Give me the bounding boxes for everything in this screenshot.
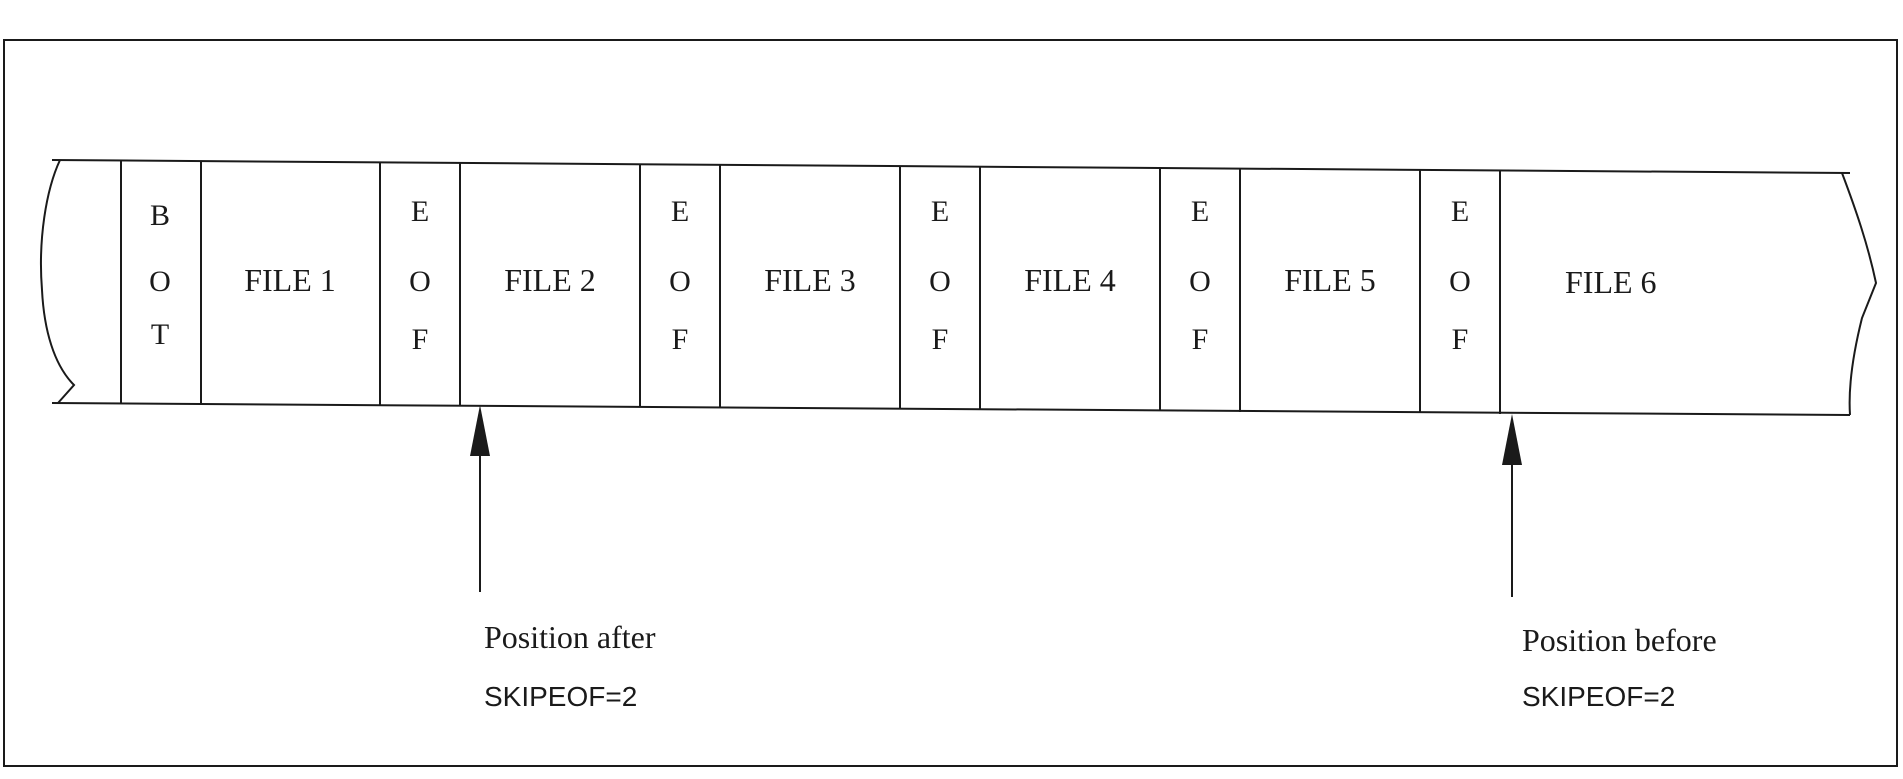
tape-top-edge (51, 159, 1851, 174)
file-label-5: FILE 5 (1284, 262, 1376, 298)
marker-letter: E (1191, 195, 1209, 228)
marker-letter: F (932, 323, 949, 356)
pointer-after-line1: Position after (484, 619, 656, 655)
eof-marker: E O F (1189, 195, 1211, 356)
file-label-1: FILE 1 (244, 262, 336, 298)
arrowhead-icon (1502, 414, 1522, 465)
marker-letter: E (411, 195, 429, 228)
segment-dividers (120, 160, 1501, 414)
eof-marker: E O F (669, 195, 691, 356)
marker-letter: F (672, 323, 689, 356)
tape-bottom-edge (51, 402, 1851, 416)
tape-left-torn-end (39, 159, 76, 404)
marker-letter: O (929, 265, 951, 298)
marker-letter: O (669, 265, 691, 298)
marker-letter: F (1452, 323, 1469, 356)
marker-letter: E (1451, 195, 1469, 228)
marker-letter: F (1192, 323, 1209, 356)
pointer-after-arrow (470, 405, 490, 592)
file-label-4: FILE 4 (1024, 262, 1116, 298)
arrowhead-icon (470, 405, 490, 456)
pointer-before-line1: Position before (1522, 622, 1717, 658)
eof-marker: E O F (1449, 195, 1471, 356)
pointer-before-line2: SKIPEOF=2 (1522, 681, 1675, 712)
marker-letter: O (149, 265, 171, 298)
marker-letter: O (1449, 265, 1471, 298)
pointer-after-line2: SKIPEOF=2 (484, 681, 637, 712)
file-label-2: FILE 2 (504, 262, 596, 298)
eof-marker: E O F (929, 195, 951, 356)
eof-marker: E O F (409, 195, 431, 356)
bot-marker: B O T (149, 199, 171, 351)
outer-frame (3, 39, 1898, 767)
marker-letter: O (409, 265, 431, 298)
pointer-before-arrow (1502, 414, 1522, 597)
marker-letter: O (1189, 265, 1211, 298)
file-label-3: FILE 3 (764, 262, 856, 298)
marker-letter: B (150, 199, 170, 232)
file-label-6: FILE 6 (1565, 264, 1657, 300)
marker-letter: E (931, 195, 949, 228)
marker-letter: T (151, 318, 169, 351)
marker-letter: F (412, 323, 429, 356)
tape-right-torn-end (1841, 172, 1878, 416)
marker-letter: E (671, 195, 689, 228)
